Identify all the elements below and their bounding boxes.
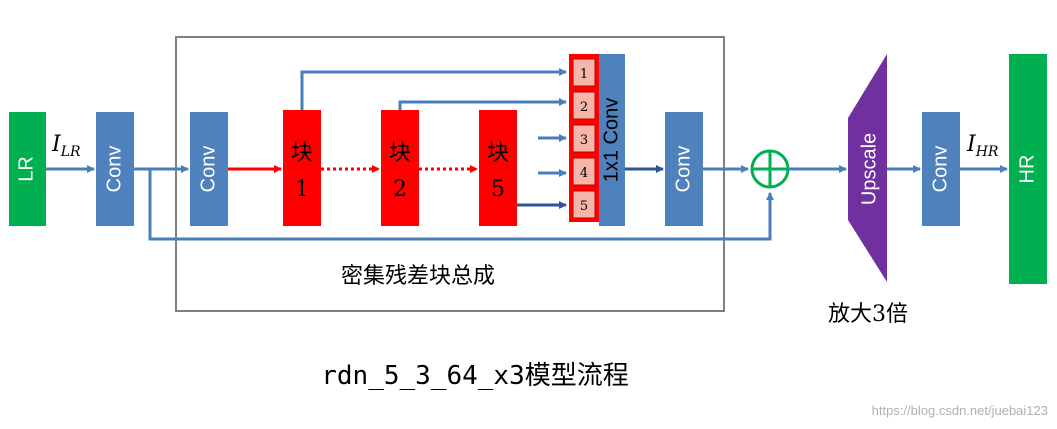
block-1-id: 1 [295, 177, 309, 202]
concat-id-4: 4 [580, 166, 588, 181]
lr-label: LR [15, 156, 37, 182]
concat-cell-5 [572, 190, 596, 219]
concat-id-5: 5 [580, 199, 588, 214]
i-lr-label: ILR [51, 132, 81, 160]
concat-cell-4 [572, 157, 596, 186]
conv-label-4: Conv [929, 146, 951, 193]
hr-block [1009, 54, 1047, 284]
concat-cell-3 [572, 124, 596, 153]
conv-label-3: Conv [672, 146, 694, 193]
concat-id-2: 2 [580, 100, 588, 115]
concat-cell-2 [572, 91, 596, 120]
conv1x1-label: 1x1 Conv [600, 98, 622, 183]
conv-block-1 [96, 112, 134, 226]
concat-cell-1 [572, 58, 596, 87]
block-5-id: 5 [491, 177, 505, 202]
conv-label-2: Conv [197, 146, 219, 193]
conv1x1-block [599, 54, 625, 226]
conv-block-2 [190, 112, 228, 226]
upscale-label: Upscale [858, 133, 880, 205]
block-2 [381, 110, 419, 226]
figure-caption: rdn_5_3_64_x3模型流程 [321, 361, 629, 391]
upscale-caption: 放大3倍 [828, 302, 908, 327]
i-hr-label: IHR [966, 132, 999, 160]
block-5 [479, 110, 517, 226]
conv-block-3 [665, 112, 703, 226]
dense-group-caption: 密集残差块总成 [341, 264, 495, 289]
arrow-to-concat-2 [398, 98, 567, 110]
watermark: https://blog.csdn.net/juebai123 [872, 403, 1048, 418]
lr-block [9, 112, 46, 226]
conv-label-1: Conv [103, 146, 125, 193]
circled-plus-icon [750, 149, 790, 189]
block-5-char: 块 [487, 141, 509, 166]
global-skip-line [148, 169, 774, 241]
block-2-char: 块 [389, 141, 411, 166]
dense-group-frame [175, 36, 725, 312]
conv-block-4 [922, 112, 960, 226]
concat-id-1: 1 [580, 67, 588, 82]
block-1-char: 块 [291, 141, 313, 166]
upscale-block [848, 54, 887, 282]
arrow-to-concat-1 [300, 68, 567, 110]
block-2-id: 2 [393, 177, 407, 202]
hr-label: HR [1016, 155, 1038, 184]
concat-id-3: 3 [580, 133, 588, 148]
block-1 [283, 110, 321, 226]
